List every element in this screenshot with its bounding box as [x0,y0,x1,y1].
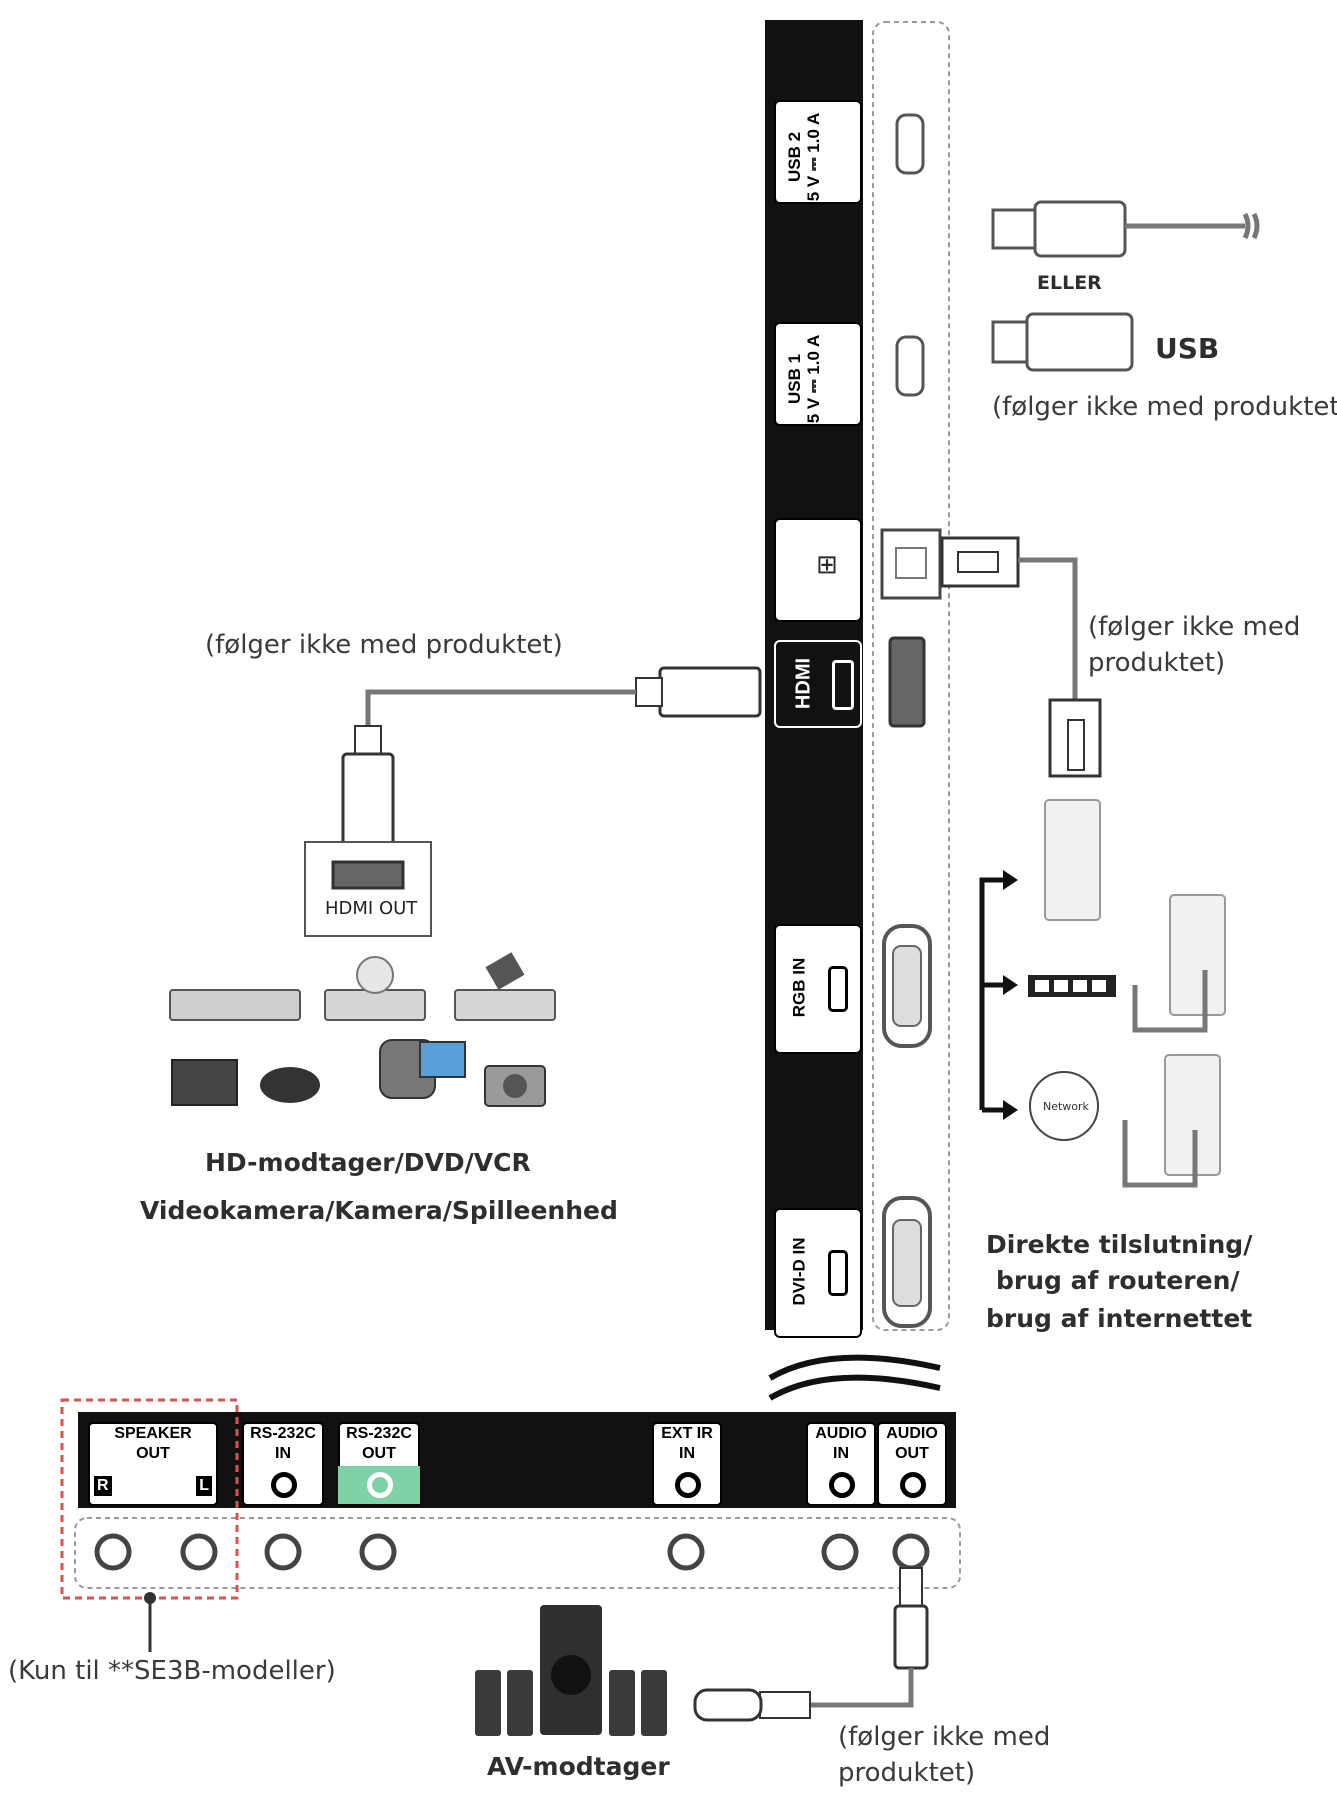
bottom-jacks [94,1533,930,1571]
port-audio-in[interactable]: AUDIO IN [806,1422,876,1506]
lan-icon: ⊞ [816,550,838,580]
pc-1 [1044,799,1101,921]
network-line1: Direkte tilslutning/ [986,1230,1253,1259]
lan-jack [880,528,942,600]
device-console [171,1059,238,1106]
network-line3: brug af internettet [986,1304,1253,1333]
jack-icon [367,1472,393,1498]
audio-plug [893,1604,929,1670]
lan-plug-2 [1048,698,1102,778]
port-usb1-rating: 5 V ⎓ 1.0 A [804,334,823,424]
audio-note-line2: produktet) [838,1758,976,1788]
jack-icon [829,1472,855,1498]
usb-plug-body [1033,200,1127,258]
panel-break [768,1354,941,1401]
devices-line2: Videokamera/Kamera/Spilleenhed [140,1196,618,1225]
port-hdmi[interactable]: HDMI [774,640,862,728]
port-rs232c-out[interactable]: RS-232C OUT [338,1422,420,1506]
device-gamepad [260,1067,320,1103]
port-lan[interactable]: ⊞ [774,518,862,622]
speaker-l-label: L [196,1476,212,1496]
usb-stick-head [991,320,1029,364]
network-cloud [1029,1071,1099,1141]
port-dvi[interactable]: DVI-D IN [774,1208,862,1338]
speaker-r-label: R [94,1476,112,1496]
eller-label: ELLER [1037,272,1102,294]
port-usb1[interactable]: USB 1 5 V ⎓ 1.0 A [774,322,862,426]
device-vcr [454,989,556,1021]
bottom-dashed-outline [74,1517,961,1589]
lan-note-line1: (følger ikke med [1088,612,1301,642]
pc-2 [1169,894,1226,1016]
jack-icon [271,1472,297,1498]
usb1-jack [895,335,925,397]
rca-plug [759,1691,811,1719]
port-hdmi-label: HDMI [792,657,815,710]
port-usb1-label: USB 1 [785,353,804,405]
port-dvi-label: DVI-D IN [789,1237,809,1306]
side-dashed-outline [872,21,950,1331]
av-receiver-label: AV-modtager [487,1752,670,1781]
hdmi-note: (følger ikke med produktet) [205,630,563,660]
hdmi-socket-icon [832,660,854,710]
usb2-jack [895,113,925,175]
port-audio-out[interactable]: AUDIO OUT [877,1422,947,1506]
devices-line1: HD-modtager/DVD/VCR [205,1148,531,1177]
hdmi-out-label: HDMI OUT [325,898,418,919]
lan-plug [940,536,1020,588]
hdmi-plug-2 [341,752,395,856]
speaker-note: (Kun til **SE3B-modeller) [8,1656,336,1686]
audio-note-line1: (følger ikke med [838,1722,1051,1752]
port-ext-ir-in[interactable]: EXT IR IN [652,1422,722,1506]
jack-icon [675,1472,701,1498]
port-usb2-rating: 5 V ⎓ 1.0 A [804,112,823,202]
device-receiver [169,989,301,1021]
jack-icon [900,1472,926,1498]
usb-plug-head [991,208,1037,250]
port-rgb-label: RGB IN [789,957,809,1018]
network-label: Network [1043,1100,1089,1113]
port-speaker-out[interactable]: SPEAKER OUT R L [88,1422,218,1506]
lan-note-line2: produktet) [1088,648,1226,678]
hdmi-jack [888,636,926,728]
port-rs232c-in[interactable]: RS-232C IN [242,1422,324,1506]
usb-note: (følger ikke med produktet) [992,392,1337,422]
port-usb2-label: USB 2 [785,131,804,183]
rgb-socket-icon [828,966,848,1012]
port-usb2[interactable]: USB 2 5 V ⎓ 1.0 A [774,100,862,204]
usb-stick-body [1025,312,1134,372]
device-dvd [324,989,426,1021]
network-line2: brug af routeren/ [996,1266,1240,1295]
hdmi-plug [658,666,762,718]
av-receiver-speakers [475,1605,667,1736]
usb-label: USB [1155,332,1220,365]
dvi-socket-icon [828,1250,848,1296]
port-rgb[interactable]: RGB IN [774,924,862,1054]
